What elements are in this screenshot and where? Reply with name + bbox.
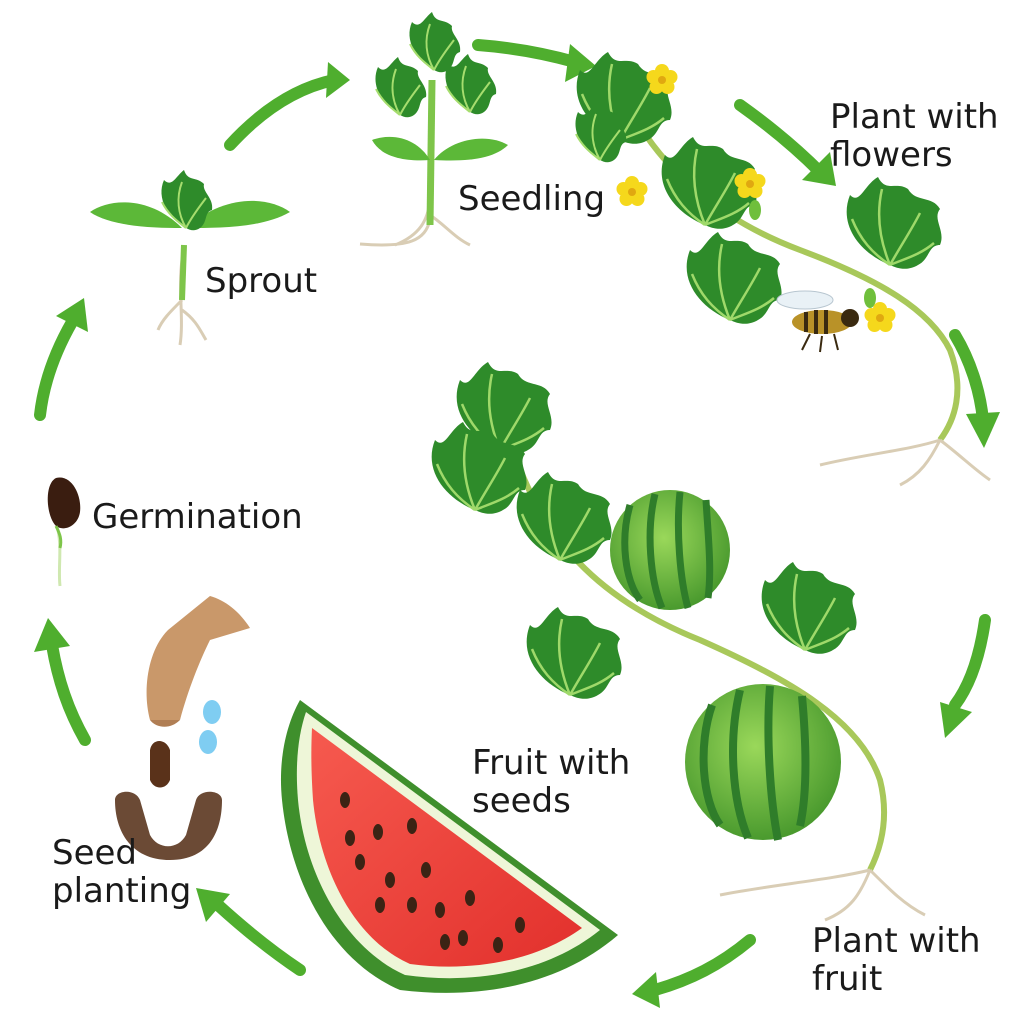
hand-icon: [146, 596, 250, 727]
label-plant-with-flowers: Plant with flowers: [830, 98, 999, 174]
germination-illustration: [47, 477, 81, 587]
seed-icon: [493, 937, 503, 953]
seed-icon: [465, 890, 475, 906]
label-fruit-with-seeds: Fruit with seeds: [472, 744, 630, 820]
fruiting-plant-illustration: [430, 360, 926, 922]
label-seed-planting: Seed planting: [52, 834, 191, 910]
seed-icon: [458, 930, 468, 946]
watermelon-slice-illustration: [280, 700, 618, 993]
flower-icon: [616, 176, 648, 206]
arrow-icon: [212, 899, 306, 976]
cycle-arrows: [34, 39, 1000, 1008]
water-drop-icon: [203, 700, 221, 724]
seed-icon: [407, 897, 417, 913]
label-sprout-text: Sprout: [205, 261, 318, 301]
watermelon-icon: [685, 684, 841, 841]
label-seedling: Seedling: [458, 180, 605, 218]
arrow-icon: [326, 62, 350, 98]
label-flowers-line2: flowers: [830, 135, 953, 175]
seed-icon: [385, 872, 395, 888]
label-germination: Germination: [92, 498, 303, 536]
flowering-plant-illustration: [574, 50, 991, 487]
arrow-icon: [949, 329, 989, 426]
seed-icon: [515, 917, 525, 933]
label-germination-text: Germination: [92, 497, 303, 537]
seedling-illustration: [359, 11, 508, 247]
arrow-icon: [649, 934, 756, 996]
label-flowers-line1: Plant with: [830, 97, 999, 137]
label-fruit-line2: fruit: [812, 959, 883, 999]
seed-icon: [345, 830, 355, 846]
arrow-icon: [565, 44, 596, 82]
watermelon-icon: [610, 490, 730, 610]
water-drop-icon: [199, 730, 217, 754]
arrow-icon: [949, 614, 991, 711]
label-fruit-seeds-line1: Fruit with: [472, 743, 631, 783]
seed-icon: [421, 862, 431, 878]
seed-icon: [373, 824, 383, 840]
label-fruit-line1: Plant with: [812, 921, 981, 961]
arrow-icon: [196, 888, 230, 922]
seed-icon: [340, 792, 350, 808]
label-fruit-seeds-line2: seeds: [472, 781, 571, 821]
arrow-icon: [34, 618, 70, 652]
arrow-icon: [802, 152, 836, 186]
sprout-illustration: [90, 169, 290, 346]
bee-icon: [776, 290, 859, 353]
label-plant-with-fruit: Plant with fruit: [812, 922, 981, 998]
label-seedling-text: Seedling: [458, 179, 606, 219]
arrow-icon: [34, 316, 78, 421]
seed-icon: [355, 854, 365, 870]
label-planting-line2: planting: [52, 871, 192, 911]
arrow-icon: [966, 412, 1000, 448]
arrow-icon: [224, 74, 340, 151]
label-sprout: Sprout: [205, 262, 317, 300]
flower-icon: [646, 64, 678, 94]
seed-icon: [150, 741, 170, 788]
seed-icon: [375, 897, 385, 913]
seed-icon: [435, 902, 445, 918]
arrow-icon: [46, 639, 91, 746]
arrow-icon: [472, 39, 581, 68]
label-planting-line1: Seed: [52, 833, 137, 873]
arrow-icon: [632, 972, 660, 1008]
seed-icon: [407, 818, 417, 834]
arrow-icon: [734, 99, 826, 178]
arrow-icon: [940, 702, 972, 738]
seed-icon: [440, 934, 450, 950]
arrow-icon: [56, 298, 88, 332]
seed-planting-illustration: [115, 596, 250, 860]
